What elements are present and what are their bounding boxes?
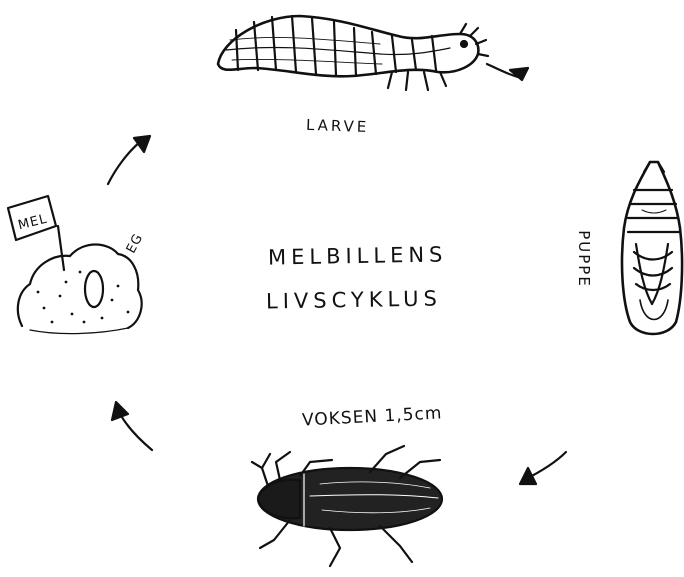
larva-label: LARVE xyxy=(306,116,370,136)
diagram-title-line-1: MELBILLENS xyxy=(268,242,448,269)
beetle-drawing xyxy=(252,446,442,566)
pupa-label: PUPPE xyxy=(575,230,593,288)
diagram-title-line-2: LIVSCYKLUS xyxy=(266,286,442,313)
pupa-drawing xyxy=(622,162,682,334)
larva-drawing xyxy=(218,16,528,90)
